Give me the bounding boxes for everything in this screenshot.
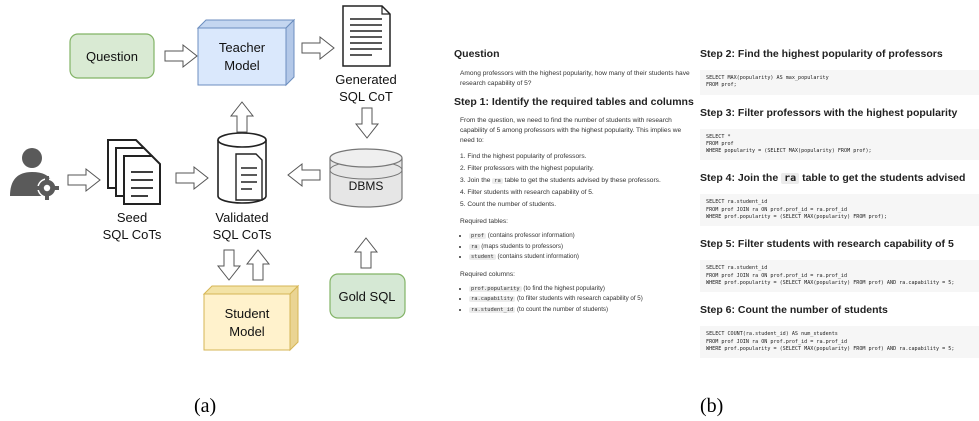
caption-a: (a)	[194, 395, 217, 417]
arrow-validated-to-teacher	[229, 101, 255, 133]
arrow-question-to-teacher	[164, 44, 198, 68]
validated-label-line1: Validated	[215, 210, 268, 225]
gold-sql-box: Gold SQL	[329, 273, 406, 319]
arrow-seed-to-validated	[175, 166, 209, 190]
user-gear-icon	[10, 148, 59, 200]
seed-label-line1: Seed	[117, 210, 147, 225]
arrow-teacher-to-generated	[301, 36, 335, 60]
dbms-label: DBMS	[349, 179, 384, 193]
list-item: ra.student_id (to count the number of st…	[469, 305, 690, 316]
required-columns-label: Required columns:	[460, 270, 515, 278]
step1-intro: From the question, we need to find the n…	[460, 117, 682, 144]
pipeline-diagram: Question Teacher Model Generated SQL CoT	[10, 5, 406, 352]
gold-sql-label: Gold SQL	[338, 289, 395, 304]
arrow-user-to-seed	[67, 168, 101, 192]
dbms-icon: DBMS	[329, 148, 403, 208]
step1-item-1: 1. Find the highest popularity of profes…	[460, 153, 587, 160]
question-label: Question	[86, 49, 138, 64]
list-item: prof (contains professor information)	[469, 231, 690, 242]
required-columns-list: prof.popularity (to find the highest pop…	[460, 284, 690, 316]
step1-body: From the question, we need to find the n…	[454, 116, 690, 315]
list-item: ra.capability (to filter students with r…	[469, 294, 690, 305]
list-item: prof.popularity (to find the highest pop…	[469, 284, 690, 295]
student-label-line1: Student	[225, 306, 270, 321]
step3-code-block: SELECT * FROM prof WHERE popularity = (S…	[700, 128, 979, 161]
step5-heading: Step 5: Filter students with research ca…	[700, 238, 954, 251]
question-text: Among professors with the highest popula…	[460, 70, 690, 87]
left-column: Question Among professors with the highe…	[454, 48, 694, 315]
seed-label-line2: SQL CoTs	[103, 227, 162, 242]
document-icon	[342, 5, 391, 67]
step1-item-4: 4. Filter students with research capabil…	[460, 189, 594, 196]
student-label-line2: Model	[229, 324, 265, 339]
step4-code-block: SELECT ra.student_id FROM prof JOIN ra O…	[700, 194, 979, 227]
student-model-box: Student Model	[202, 284, 300, 352]
inline-code-ra: ra	[781, 173, 800, 185]
question-heading: Question	[454, 48, 500, 60]
step1-heading: Step 1: Identify the required tables and…	[454, 96, 694, 108]
teacher-label-line2: Model	[224, 58, 260, 73]
required-tables-list: prof (contains professor information) ra…	[460, 231, 690, 263]
step2-code-block: SELECT MAX(popularity) AS max_popularity…	[700, 70, 979, 95]
step4-heading: Step 4: Join the ra table to get the stu…	[700, 172, 966, 185]
validated-label-line2: SQL CoTs	[213, 227, 272, 242]
teacher-model-box: Teacher Model	[196, 18, 296, 87]
step6-code-block: SELECT COUNT(ra.student_id) AS num_stude…	[700, 326, 979, 359]
caption-b: (b)	[700, 395, 724, 417]
chain-of-thought-panel: Question Among professors with the highe…	[446, 0, 979, 390]
step5-code-block: SELECT ra.student_id FROM prof JOIN ra O…	[700, 260, 979, 293]
step2-heading: Step 2: Find the highest popularity of p…	[700, 48, 943, 60]
step1-item-5: 5. Count the number of students.	[460, 201, 557, 208]
arrow-generated-to-dbms	[355, 107, 379, 139]
list-item: ra (maps students to professors)	[469, 242, 690, 253]
question-box: Question	[69, 33, 155, 79]
step1-item-2: 2. Filter professors with the highest po…	[460, 165, 595, 172]
step1-item-3: 3. Join the ra table to get the students…	[460, 177, 661, 184]
arrow-gold-to-dbms	[353, 237, 379, 269]
step6-heading: Step 6: Count the number of students	[700, 304, 888, 317]
validated-database-icon	[217, 132, 267, 204]
right-column: Step 2: Find the highest popularity of p…	[700, 48, 979, 359]
arrow-student-to-validated	[245, 249, 271, 281]
inline-code-ra: ra	[492, 178, 503, 184]
step3-heading: Step 3: Filter professors with the highe…	[700, 106, 958, 119]
required-tables-label: Required tables:	[460, 218, 509, 225]
list-item: student (contains student information)	[469, 252, 690, 263]
teacher-label-line1: Teacher	[219, 40, 266, 55]
arrow-dbms-to-validated	[287, 162, 321, 188]
arrow-validated-to-student	[217, 249, 241, 281]
generated-label-line2: SQL CoT	[339, 89, 393, 104]
generated-label-line1: Generated	[335, 72, 396, 87]
seed-documents-icon	[107, 139, 161, 205]
